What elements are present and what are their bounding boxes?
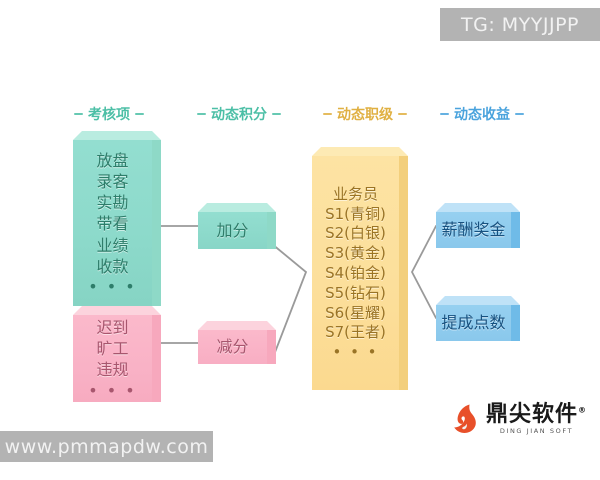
logo-cn-name: 鼎尖软件® xyxy=(486,403,587,426)
box-front-face: 减分 xyxy=(198,330,267,364)
brand-logo: 鼎尖软件® DING JIAN SOFT xyxy=(452,398,592,440)
telegram-watermark-text: TG: MYYJJPP xyxy=(461,13,579,36)
box-front-face: 加分 xyxy=(198,212,267,249)
box-side-face xyxy=(267,330,276,364)
column-header-label: 考核项 xyxy=(88,107,130,123)
dash-left-icon xyxy=(74,113,83,115)
connector-scores-to-rank xyxy=(271,243,308,361)
box-side-face xyxy=(152,140,161,306)
dash-right-icon xyxy=(135,113,144,115)
list-item: 旷工 xyxy=(96,339,129,359)
box-salary-bonus: 薪酬奖金 xyxy=(436,203,520,248)
box-side-face xyxy=(511,305,520,341)
box-violation-items: 迟到 旷工 违规 • • • xyxy=(73,306,161,402)
box-commission-points: 提成点数 xyxy=(436,296,520,341)
column-header-dynamic-rank: 动态职级 xyxy=(323,104,407,124)
box-top-face xyxy=(73,306,161,315)
site-watermark-banner: www.pmmapdw.com xyxy=(0,431,213,462)
box-front-face: 薪酬奖金 xyxy=(436,212,511,248)
box-front-face: 业务员 S1(青铜) S2(白银) S3(黄金) S4(铂金) S5(钻石) S… xyxy=(312,156,399,390)
box-label: 薪酬奖金 xyxy=(441,220,506,240)
registered-mark-icon: ® xyxy=(578,405,588,415)
column-header-dynamic-points: 动态积分 xyxy=(197,104,281,124)
box-side-face xyxy=(511,212,520,248)
box-top-face xyxy=(73,131,161,140)
column-header-label: 动态积分 xyxy=(211,107,267,123)
list-item: 违规 xyxy=(96,360,129,380)
list-item: 业务员 xyxy=(332,184,378,203)
box-side-face xyxy=(399,156,408,390)
list-item: 录客 xyxy=(96,172,129,192)
list-item: 放盘 xyxy=(96,151,129,171)
box-front-face: 放盘 录客 实勘 带看 业绩 收款 • • • xyxy=(73,140,152,306)
dash-left-icon xyxy=(323,113,332,115)
list-item: S7(王者) xyxy=(325,323,386,342)
list-item: 收款 xyxy=(96,256,129,276)
box-front-face: 迟到 旷工 违规 • • • xyxy=(73,315,152,402)
telegram-watermark-banner: TG: MYYJJPP xyxy=(440,8,600,41)
list-item: 业绩 xyxy=(96,235,129,255)
ellipsis-indicator: • • • xyxy=(88,276,137,296)
flame-logo-icon xyxy=(452,403,479,435)
list-item: 带看 xyxy=(96,214,129,234)
ellipsis-indicator: • • • xyxy=(88,380,137,400)
box-label: 加分 xyxy=(216,220,249,240)
ellipsis-indicator: • • • xyxy=(332,343,379,362)
column-header-dynamic-income: 动态收益 xyxy=(440,104,524,124)
list-item: 迟到 xyxy=(96,318,129,338)
box-side-face xyxy=(267,212,276,249)
list-item: S6(星耀) xyxy=(325,303,386,322)
connector-rank-to-income xyxy=(410,225,437,319)
dash-left-icon xyxy=(440,113,449,115)
dash-left-icon xyxy=(197,113,206,115)
list-item: S1(青铜) xyxy=(325,204,386,223)
box-label: 提成点数 xyxy=(441,313,506,333)
list-item: S4(铂金) xyxy=(325,264,386,282)
box-assessment-items: 放盘 录客 实勘 带看 业绩 收款 • • • xyxy=(73,131,161,306)
box-subtract-score: 减分 xyxy=(198,321,276,364)
dash-right-icon xyxy=(398,113,407,115)
list-item: S2(白银) xyxy=(325,224,386,243)
box-top-face xyxy=(436,296,520,305)
list-item: 实勘 xyxy=(96,193,129,213)
site-watermark-text: www.pmmapdw.com xyxy=(4,435,209,458)
list-item: S3(黄金) xyxy=(325,244,386,263)
box-add-score: 加分 xyxy=(198,203,276,249)
dash-right-icon xyxy=(515,113,524,115)
box-top-face xyxy=(198,321,276,330)
logo-en-name: DING JIAN SOFT xyxy=(499,427,574,436)
dash-right-icon xyxy=(272,113,281,115)
column-header-label: 动态收益 xyxy=(454,107,510,123)
box-top-face xyxy=(436,203,520,212)
column-header-label: 动态职级 xyxy=(337,107,393,123)
box-side-face xyxy=(152,315,161,402)
logo-cn-text: 鼎尖软件 xyxy=(486,401,579,427)
box-top-face xyxy=(312,147,408,156)
logo-wordmark: 鼎尖软件® DING JIAN SOFT xyxy=(486,403,587,435)
column-header-assessment: 考核项 xyxy=(74,104,144,124)
list-item: S5(钻石) xyxy=(325,283,386,302)
box-rank-levels: 业务员 S1(青铜) S2(白银) S3(黄金) S4(铂金) S5(钻石) S… xyxy=(312,147,408,390)
box-top-face xyxy=(198,203,276,212)
box-label: 减分 xyxy=(216,337,249,357)
box-front-face: 提成点数 xyxy=(436,305,511,341)
